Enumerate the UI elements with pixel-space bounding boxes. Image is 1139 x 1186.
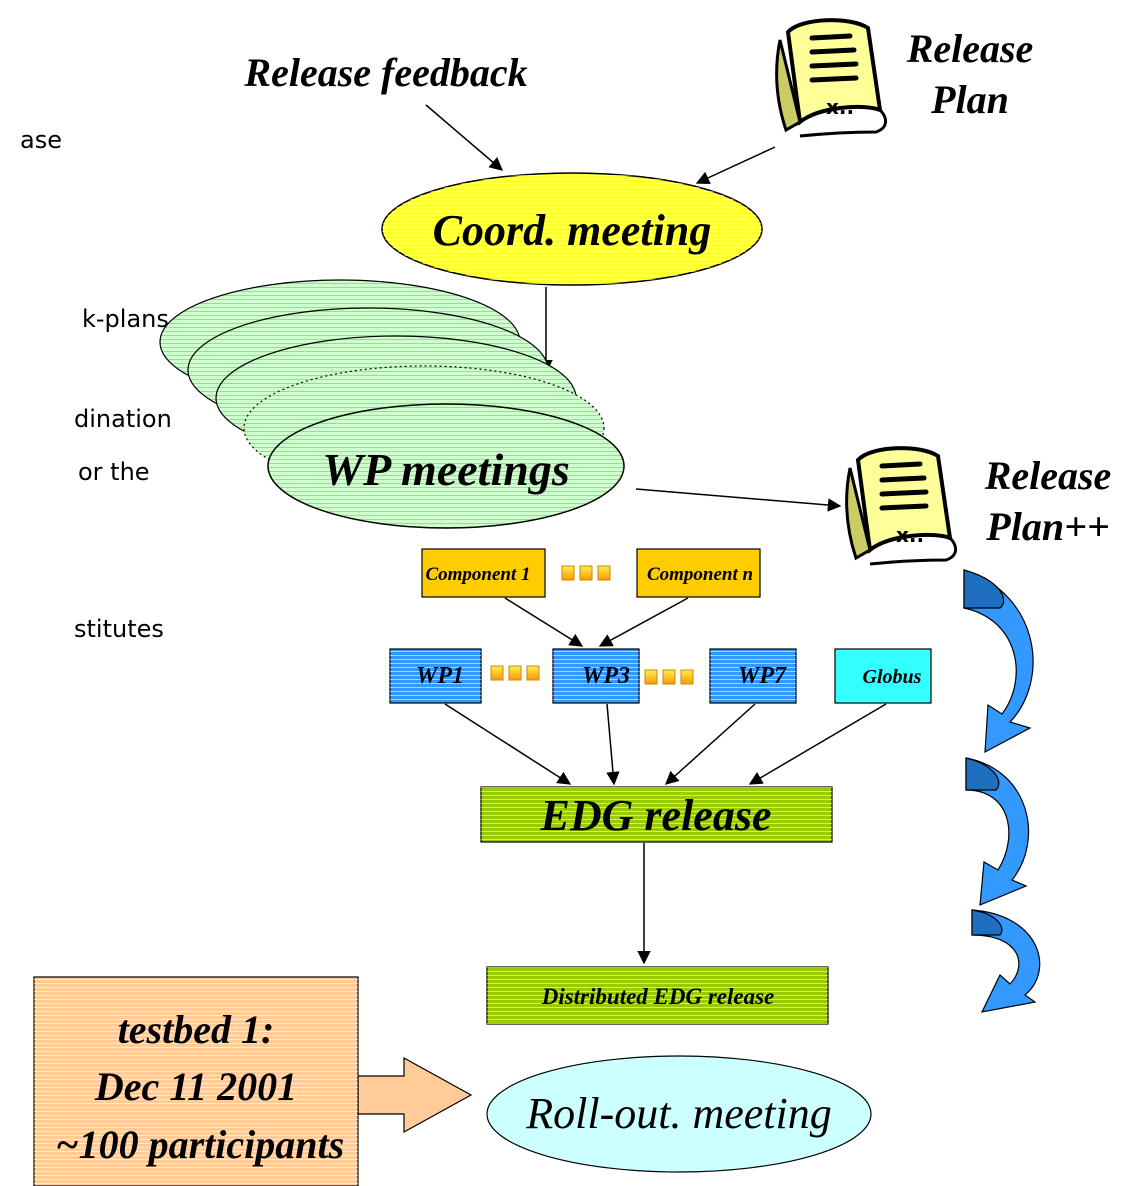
iteration-arrow-icon	[963, 569, 1034, 754]
release-plan-pp-label: Release	[984, 453, 1112, 498]
wp-meetings-label: WP meetings	[322, 444, 569, 495]
left-text-fragment: dination	[74, 405, 172, 433]
wp-to-edg-arrow	[606, 703, 620, 786]
iteration-arrow-icon	[965, 757, 1030, 906]
wp-to-edg-arrow	[664, 703, 756, 785]
distributed-release-label: Distributed EDG release	[541, 984, 775, 1009]
testbed-callout: testbed 1: Dec 11 2001 ~100 participants	[33, 976, 473, 1186]
component-n-box	[636, 548, 761, 598]
ellipsis-squares	[561, 565, 611, 581]
feedback-arrow	[425, 104, 504, 171]
component-n-label: Component n	[647, 564, 753, 585]
wp-to-plan-arrow	[635, 488, 842, 512]
component-arrow	[504, 597, 584, 647]
release-plan-pp-label-line2: Plan++	[985, 504, 1109, 549]
globus-label: Globus	[863, 666, 922, 688]
rollout-meeting-label: Roll-out. meeting	[525, 1089, 832, 1138]
coord-meeting-texture	[382, 173, 762, 285]
release-plan-label: Release	[906, 26, 1034, 71]
coord-meeting-label: Coord. meeting	[433, 206, 712, 255]
document-icon: x..	[845, 446, 957, 566]
svg-text:x..: x..	[896, 523, 924, 547]
ellipsis-squares	[490, 665, 540, 681]
globus-box	[834, 648, 932, 704]
wp-to-edg-arrow	[748, 703, 887, 785]
component-1-box	[421, 548, 546, 598]
component-arrow	[598, 597, 689, 647]
wp-meetings-stack	[159, 279, 625, 529]
ellipsis-squares	[644, 669, 694, 685]
left-text-fragment: or the	[78, 458, 150, 486]
wp7-label: WP7	[738, 663, 787, 689]
rollout-meeting-ellipse	[486, 1055, 872, 1173]
wp-to-edg-arrow	[444, 703, 572, 785]
left-text-fragment: ase	[20, 126, 62, 154]
testbed-date: Dec 11 2001	[94, 1064, 297, 1109]
left-text-fragment: k-plans	[82, 305, 169, 333]
testbed-participants: ~100 participants	[56, 1122, 344, 1167]
component-1-label: Component 1	[425, 564, 530, 585]
left-text-fragment: stitutes	[74, 615, 164, 643]
svg-text:x..: x..	[826, 95, 854, 119]
testbed-title: testbed 1:	[118, 1007, 275, 1052]
release-feedback-label: Release feedback	[243, 50, 527, 95]
iteration-arrow-icon	[971, 909, 1041, 1013]
wp3-label: WP3	[582, 663, 630, 689]
plan-arrow	[695, 146, 776, 185]
wp1-label: WP1	[416, 663, 464, 689]
edg-release-label: EDG release	[540, 791, 772, 840]
document-icon: x..	[775, 18, 887, 138]
left-text-fragments: ase k-plans dination or the stitutes	[20, 126, 172, 643]
release-plan-label-line2: Plan	[930, 77, 1009, 122]
